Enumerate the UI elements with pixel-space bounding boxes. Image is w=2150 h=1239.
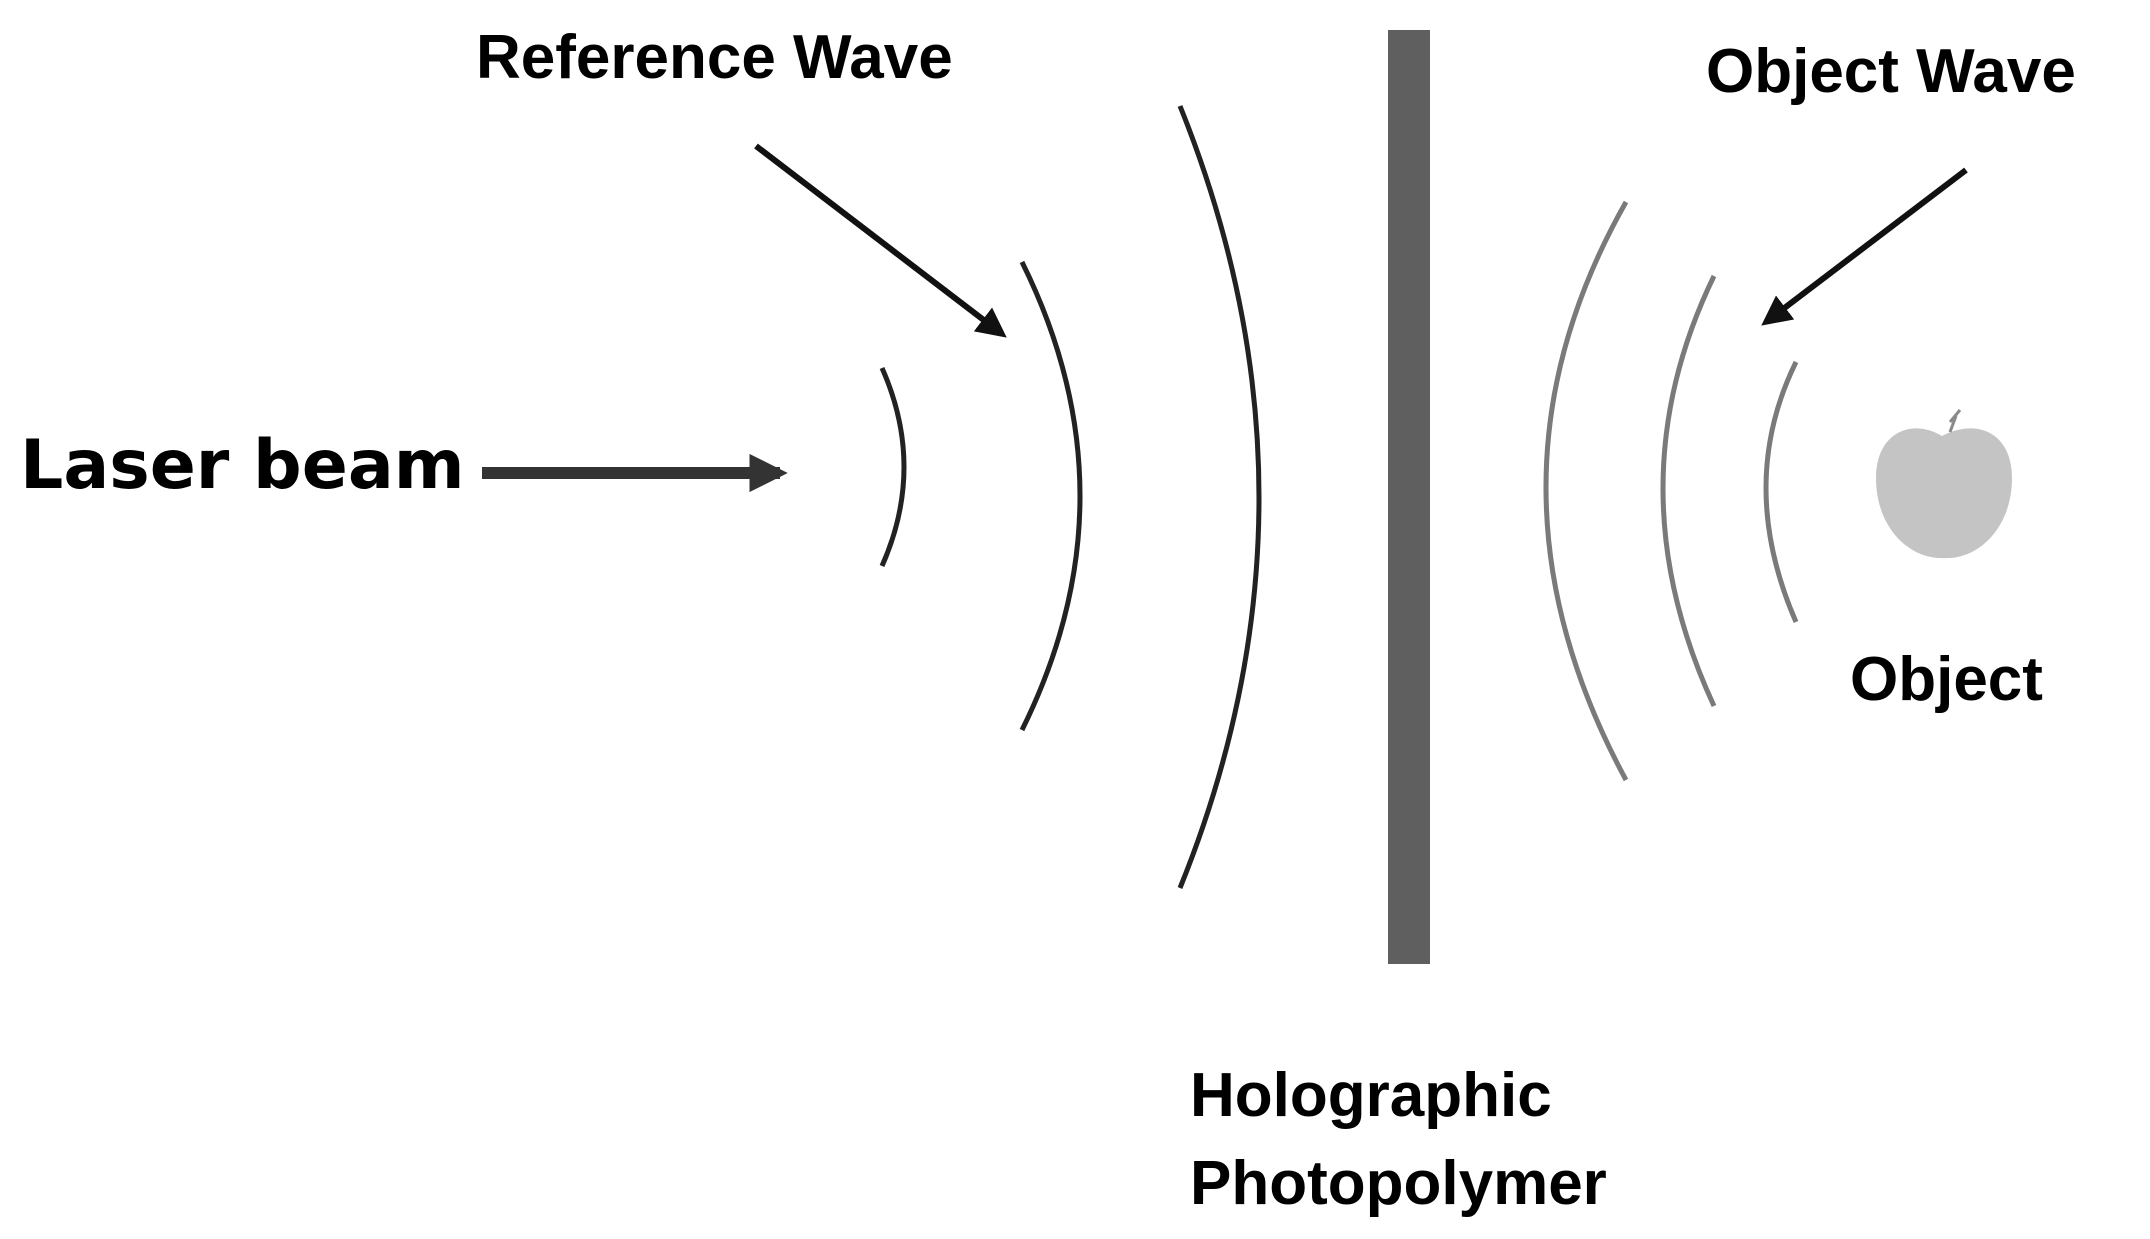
reference-wave-arrow	[754, 143, 1007, 338]
photopolymer-label-line1: Holographic	[1190, 1061, 1552, 1130]
reference-wavefront-1	[879, 366, 907, 568]
object-label: Object	[1850, 645, 2043, 714]
reference-wavefront-2	[1019, 260, 1083, 732]
reference-wave-label: Reference Wave	[476, 23, 953, 92]
reference-wavefront-3	[1177, 105, 1262, 889]
object-wavefront-1	[1763, 360, 1799, 623]
object-wave-label: Object Wave	[1706, 37, 2076, 106]
laser-beam-label: Laser beam	[20, 426, 465, 505]
photopolymer-label-line2: Photopolymer	[1190, 1149, 1607, 1218]
object-wavefront-2	[1660, 274, 1717, 708]
object-wave-arrow	[1761, 167, 1968, 326]
object-wavefront-3	[1543, 200, 1629, 782]
apple-object-icon	[1876, 409, 2012, 559]
holographic-photopolymer-plate	[1388, 30, 1430, 964]
